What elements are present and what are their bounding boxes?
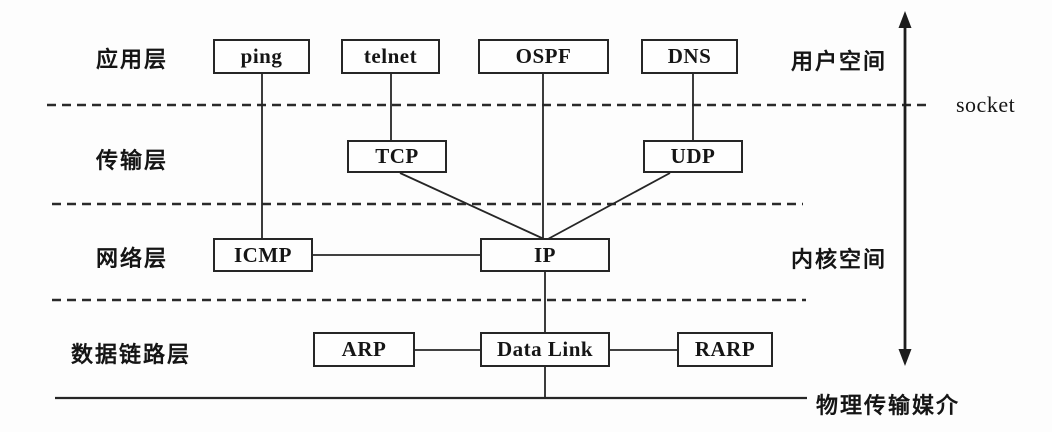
connector-udp-ip: [547, 172, 671, 240]
node-udp: UDP: [643, 140, 743, 173]
node-telnet: telnet: [341, 39, 440, 74]
node-rarp: RARP: [677, 332, 773, 367]
socket-label: socket: [956, 92, 1016, 117]
layer-label-application: 应用层: [96, 47, 169, 72]
node-arp: ARP: [313, 332, 415, 367]
node-ip: IP: [480, 238, 610, 272]
node-dns: DNS: [641, 39, 738, 74]
node-tcp: TCP: [347, 140, 447, 173]
node-ping: ping: [213, 39, 310, 74]
layer-label-datalink: 数据链路层: [71, 342, 192, 367]
node-icmp: ICMP: [213, 238, 313, 272]
layer-label-transport: 传输层: [96, 148, 169, 173]
node-ospf: OSPF: [478, 39, 609, 74]
region-label-kernel-space: 内核空间: [791, 247, 888, 272]
connector-tcp-ip: [399, 172, 545, 240]
layer-label-network: 网络层: [96, 246, 169, 271]
user-kernel-span-arrow-icon: [898, 11, 912, 366]
region-label-user-space: 用户空间: [791, 49, 888, 74]
physical-medium-label: 物理传输媒介: [816, 393, 961, 418]
node-datalink: Data Link: [480, 332, 610, 367]
